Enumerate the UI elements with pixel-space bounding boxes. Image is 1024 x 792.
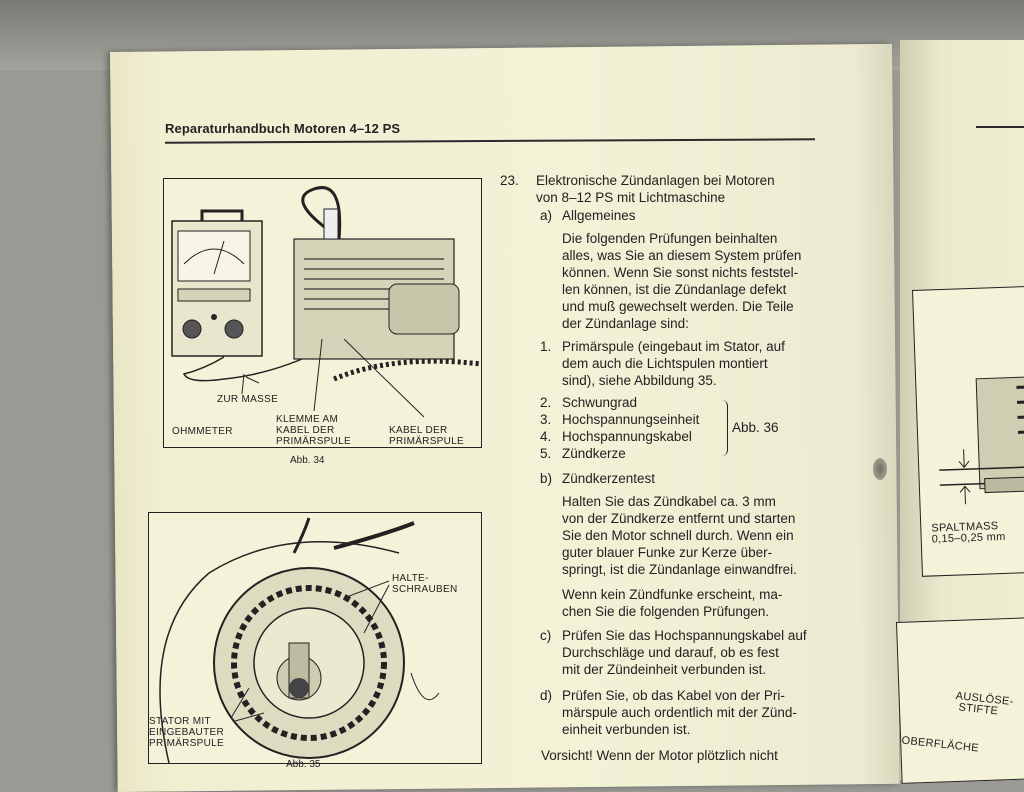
label-ausloese-stifte: AUSLÖSE- STIFTE	[955, 690, 1015, 718]
section-title: Elektronische Zündanlagen bei Motoren vo…	[536, 173, 775, 205]
section-number: 23.	[500, 173, 519, 188]
figure-36-partial: SPALTMASS 0,15–0,25 mm	[912, 285, 1024, 577]
list-item-3: Hochspannungseinheit	[562, 412, 700, 427]
label-spaltmass: SPALTMASS 0,15–0,25 mm	[931, 520, 1006, 546]
a-label: a)	[540, 208, 553, 223]
list-item-5-number: 5.	[540, 446, 552, 461]
running-head: Reparaturhandbuch Motoren 4–12 PS	[165, 121, 401, 136]
figure-34-caption: Abb. 34	[290, 455, 325, 466]
list-item-1-number: 1.	[540, 339, 552, 354]
figure-34: ZUR MASSE OHMMETER KLEMME AM KABEL DER P…	[163, 178, 482, 448]
list-item-4-number: 4.	[540, 429, 552, 444]
list-item-3-number: 3.	[540, 412, 552, 427]
c-label: c)	[540, 628, 552, 643]
d-paragraph: Prüfen Sie, ob das Kabel von der Pri- mä…	[562, 688, 797, 737]
list-item-4: Hochspannungskabel	[562, 429, 692, 444]
list-item-1: Primärspule (eingebaut im Stator, auf de…	[562, 339, 785, 388]
label-oberflaeche: OBERFLÄCHE	[900, 734, 980, 755]
b-label: b)	[540, 471, 553, 486]
figure-37-partial: AUSLÖSE- STIFTE OBERFLÄCHE	[896, 617, 1024, 784]
b-paragraph-2: Wenn kein Zündfunke erscheint, ma- chen …	[562, 587, 783, 619]
brace	[719, 400, 728, 456]
c-paragraph: Prüfen Sie das Hochspannungskabel auf Du…	[562, 628, 807, 677]
label-kabel: KABEL DER PRIMÄRSPULE	[389, 425, 464, 447]
figure-35-caption: Abb. 35	[286, 759, 321, 770]
figure-35-illustration	[159, 517, 440, 763]
d-label: d)	[540, 688, 553, 703]
vorsicht-line: Vorsicht! Wenn der Motor plötzlich nicht	[541, 748, 778, 763]
right-page-rule	[976, 126, 1024, 128]
b-paragraph-1: Halten Sie das Zündkabel ca. 3 mm von de…	[562, 494, 797, 577]
list-item-2: Schwungrad	[562, 395, 638, 410]
label-zur-masse: ZUR MASSE	[217, 394, 279, 405]
header-rule	[164, 138, 816, 144]
figure-35: HALTE- SCHRAUBEN STATOR MIT EINGEBAUTER …	[148, 512, 482, 764]
a-title: Allgemeines	[562, 208, 636, 223]
label-ohmmeter: OHMMETER	[172, 426, 233, 437]
page-content: Reparaturhandbuch Motoren 4–12 PS	[148, 121, 1024, 784]
label-klemme: KLEMME AM KABEL DER PRIMÄRSPULE	[276, 414, 351, 447]
list-item-2-number: 2.	[540, 395, 552, 410]
binding-hole	[873, 458, 887, 480]
figure-34-illustration	[171, 186, 481, 418]
a-paragraph: Die folgenden Prüfungen beinhalten alles…	[562, 231, 802, 331]
label-halteschrauben: HALTE- SCHRAUBEN	[392, 573, 458, 595]
b-title: Zündkerzentest	[562, 471, 656, 486]
label-stator: STATOR MIT EINGEBAUTER PRIMÄRSPULE	[149, 716, 224, 749]
brace-reference: Abb. 36	[732, 420, 779, 435]
list-item-5: Zündkerze	[562, 446, 626, 461]
